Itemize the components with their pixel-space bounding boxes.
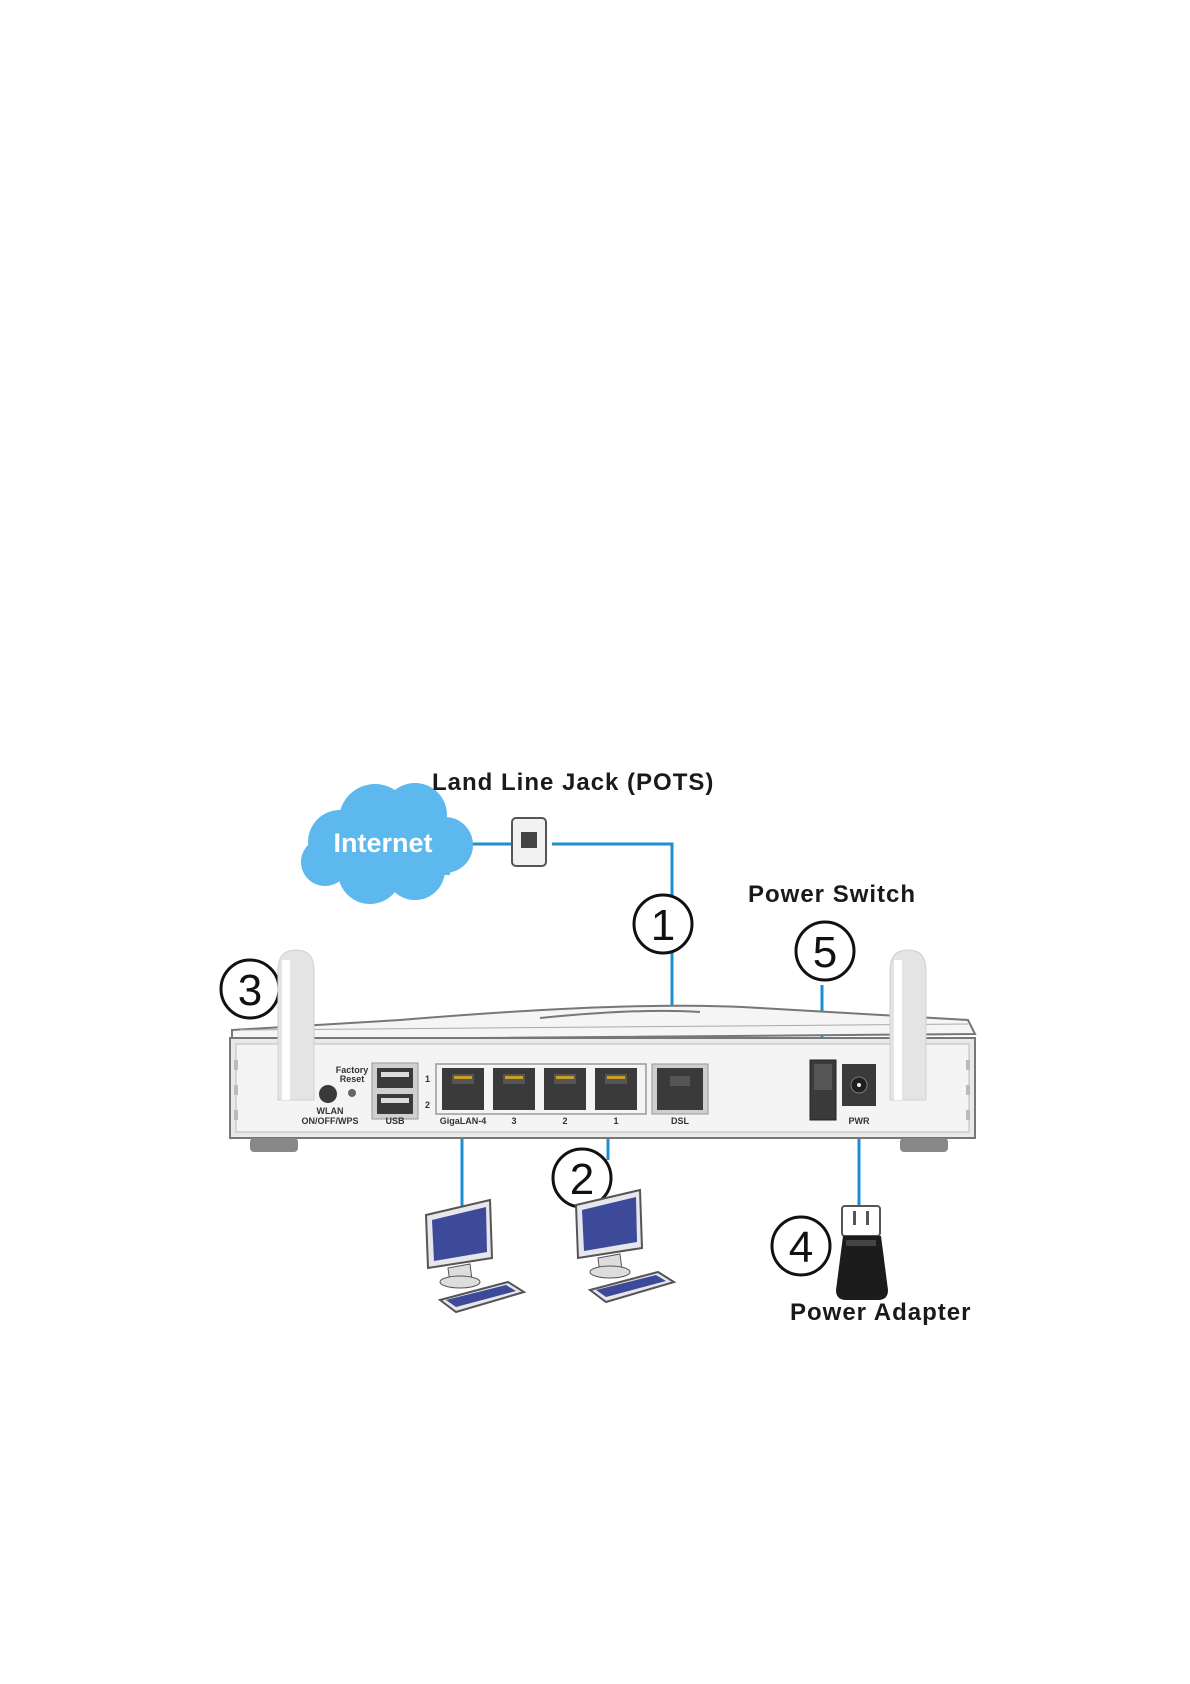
power-switch[interactable] (810, 1060, 836, 1120)
lan-port-1[interactable] (595, 1068, 637, 1110)
callout-1: 1 (634, 895, 692, 953)
wlan-label-2: ON/OFF/WPS (302, 1116, 359, 1126)
lan-port-3-label: 3 (511, 1116, 516, 1126)
usb-port-2-number: 2 (425, 1100, 430, 1110)
power-adapter (836, 1206, 888, 1300)
svg-text:5: 5 (813, 928, 837, 977)
usb-ports (372, 1063, 418, 1119)
dsl-port[interactable] (652, 1064, 708, 1114)
computer-icon (576, 1190, 674, 1302)
antenna-right (890, 950, 926, 1100)
wlan-label-1: WLAN (317, 1106, 344, 1116)
power-adapter-label: Power Adapter (790, 1299, 971, 1326)
lan-port-2[interactable] (544, 1068, 586, 1110)
land-line-jack (512, 818, 546, 866)
callout-3: 3 (221, 960, 279, 1018)
computer-icon (426, 1200, 524, 1312)
usb-port-1-number: 1 (425, 1074, 430, 1084)
lan-port-2-label: 2 (562, 1116, 567, 1126)
lan-port-4-label: GigaLAN-4 (440, 1116, 487, 1126)
svg-text:1: 1 (651, 901, 675, 950)
factory-reset-label-2: Reset (340, 1074, 365, 1084)
svg-text:2: 2 (570, 1155, 594, 1204)
pwr-label: PWR (849, 1116, 870, 1126)
svg-text:4: 4 (789, 1223, 813, 1272)
svg-text:3: 3 (238, 966, 262, 1015)
power-jack[interactable] (842, 1064, 876, 1106)
wlan-button[interactable] (319, 1085, 337, 1103)
land-line-jack-label: Land Line Jack (POTS) (432, 769, 714, 796)
lan-port-4[interactable] (442, 1068, 484, 1110)
internet-cloud: Internet (301, 783, 473, 904)
usb-port-2[interactable] (377, 1094, 413, 1114)
lan-port-1-label: 1 (613, 1116, 618, 1126)
antenna-left (278, 950, 314, 1100)
callout-5: 5 (796, 922, 854, 980)
power-switch-label: Power Switch (748, 881, 916, 908)
lan-port-3[interactable] (493, 1068, 535, 1110)
dsl-label: DSL (671, 1116, 690, 1126)
callout-4: 4 (772, 1217, 830, 1275)
internet-label: Internet (333, 828, 432, 858)
usb-port-1[interactable] (377, 1068, 413, 1088)
usb-label: USB (385, 1116, 405, 1126)
factory-reset-button[interactable] (348, 1089, 356, 1097)
